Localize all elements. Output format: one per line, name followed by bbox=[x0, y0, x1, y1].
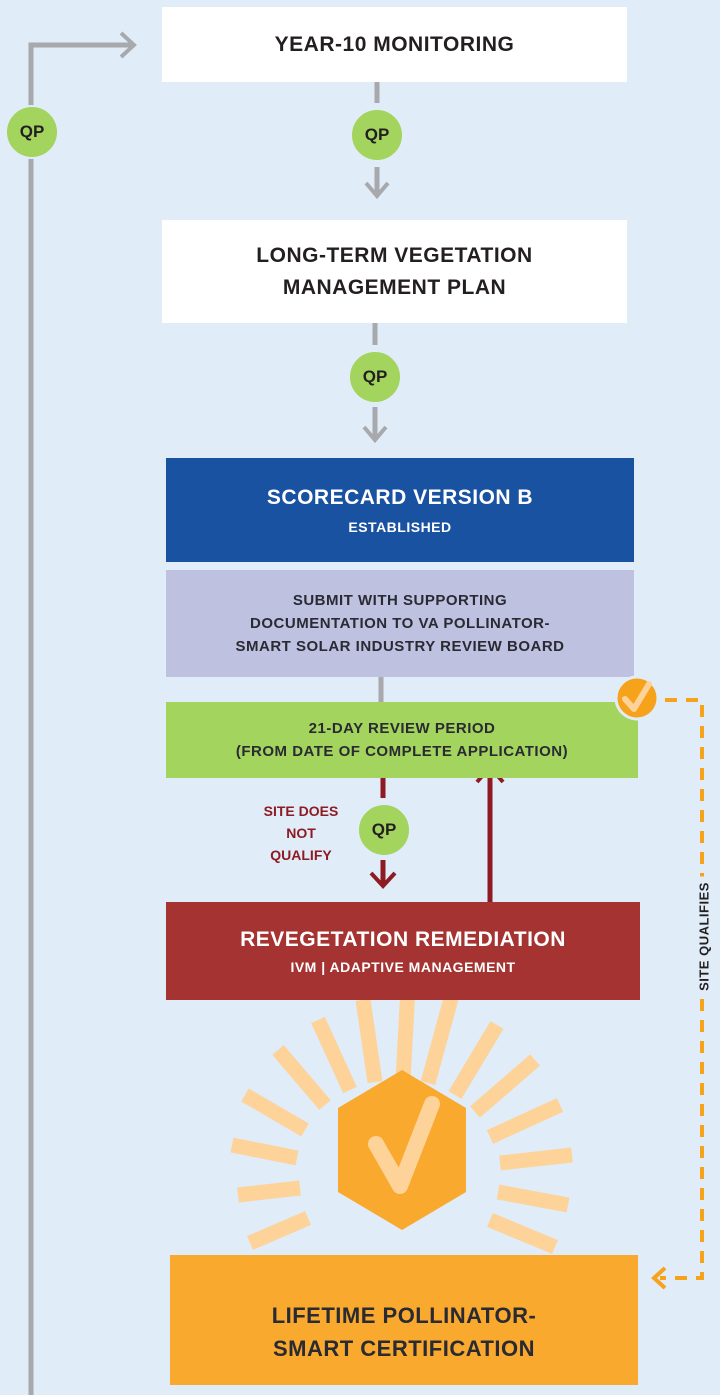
submit-line2: DOCUMENTATION TO VA POLLINATOR- bbox=[250, 615, 550, 632]
review-period-box: 21-DAY REVIEW PERIOD (FROM DATE OF COMPL… bbox=[166, 702, 638, 778]
year10-monitoring-label: YEAR-10 MONITORING bbox=[274, 32, 515, 56]
remediation-subtitle: IVM | ADAPTIVE MANAGEMENT bbox=[290, 959, 516, 975]
qp-label: QP bbox=[364, 125, 390, 144]
certification-line2: SMART CERTIFICATION bbox=[272, 1336, 536, 1361]
remediation-title: REVEGETATION REMEDIATION bbox=[240, 928, 566, 951]
year10-monitoring-box: YEAR-10 MONITORING bbox=[162, 7, 627, 82]
qp-label: QP bbox=[19, 122, 45, 141]
loop-back-arrowhead bbox=[119, 31, 137, 59]
review-period-line2: (FROM DATE OF COMPLETE APPLICATION) bbox=[235, 743, 569, 760]
certification-box: LIFETIME POLLINATOR- SMART CERTIFICATION bbox=[170, 1255, 638, 1385]
fail-arrowhead bbox=[369, 871, 397, 889]
sun-rays bbox=[230, 987, 573, 1254]
review-period-line1: 21-DAY REVIEW PERIOD bbox=[308, 720, 496, 737]
connector-2-arrowhead bbox=[362, 425, 388, 444]
qp-label: QP bbox=[362, 367, 388, 386]
site-qualifies-label: SITE QUALIFIES bbox=[696, 876, 712, 997]
check-circle-icon bbox=[613, 674, 661, 722]
scorecard-subtitle: ESTABLISHED bbox=[348, 519, 452, 535]
scorecard-title: SCORECARD VERSION B bbox=[266, 486, 534, 509]
certification-line1: LIFETIME POLLINATOR- bbox=[271, 1303, 537, 1328]
connector-1-arrowhead bbox=[364, 181, 390, 200]
submit-box: SUBMIT WITH SUPPORTING DOCUMENTATION TO … bbox=[166, 570, 634, 677]
remediation-box: REVEGETATION REMEDIATION IVM | ADAPTIVE … bbox=[166, 902, 640, 1000]
qp-badge-3: QP bbox=[357, 803, 411, 857]
not-qualify-line1: SITE DOES bbox=[263, 803, 339, 819]
long-term-plan-line2: MANAGEMENT PLAN bbox=[282, 275, 507, 299]
not-qualify-label: SITE DOES NOT QUALIFY bbox=[241, 800, 361, 866]
not-qualify-line3: QUALIFY bbox=[270, 847, 332, 863]
qualifies-arrowhead bbox=[651, 1266, 667, 1290]
qp-label: QP bbox=[371, 820, 397, 839]
long-term-plan-line1: LONG-TERM VEGETATION bbox=[256, 243, 533, 267]
qp-badge-1: QP bbox=[350, 108, 404, 162]
qp-badge-loop: QP bbox=[5, 105, 59, 159]
qp-badge-2: QP bbox=[348, 350, 402, 404]
loop-back-line bbox=[28, 42, 132, 1395]
long-term-plan-box: LONG-TERM VEGETATION MANAGEMENT PLAN bbox=[162, 220, 627, 323]
hexagon-check-icon bbox=[334, 1066, 470, 1234]
scorecard-box: SCORECARD VERSION B ESTABLISHED bbox=[166, 458, 634, 562]
submit-line1: SUBMIT WITH SUPPORTING bbox=[292, 592, 508, 609]
not-qualify-line2: NOT bbox=[286, 825, 316, 841]
submit-line3: SMART SOLAR INDUSTRY REVIEW BOARD bbox=[235, 638, 565, 655]
